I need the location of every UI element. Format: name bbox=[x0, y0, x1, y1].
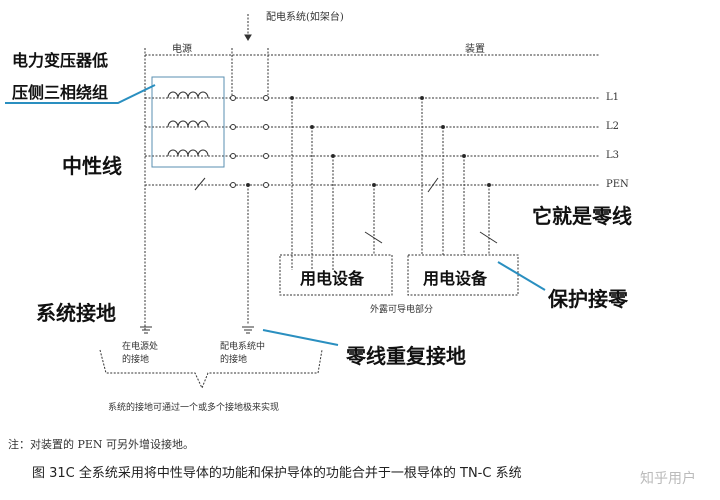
equipment-label-1: 用电设备 bbox=[300, 269, 365, 288]
brace-note: 系统的接地可通过一个或多个接地极来实现 bbox=[108, 403, 280, 413]
winding-l3 bbox=[167, 149, 209, 157]
figure-caption: 图 31C 全系统采用将中性导体的功能和保护导体的功能合并于一根导体的 TN-C… bbox=[32, 466, 522, 481]
leader-repeated-earthing bbox=[262, 329, 339, 346]
annotation-transformer-winding: 电力变压器低 压侧三相绕组 bbox=[12, 51, 109, 102]
note-text: 注：对装置的 PEN 可另外增设接地。 bbox=[8, 438, 195, 451]
transformer-box bbox=[151, 76, 225, 168]
label-l3: L3 bbox=[606, 150, 620, 161]
leader-protective-neutral bbox=[497, 261, 546, 291]
watermark: 知乎用户 bbox=[640, 471, 696, 487]
label-source: 电源 bbox=[172, 44, 192, 55]
winding-l1 bbox=[167, 91, 209, 99]
label-source-earth: 在电源处 的接地 bbox=[122, 342, 159, 365]
annotation-system-earthing: 系统接地 bbox=[36, 301, 116, 325]
label-distribution-earth: 配电系统中 的接地 bbox=[220, 342, 266, 365]
winding-l2 bbox=[167, 120, 209, 128]
leader-transformer bbox=[5, 84, 156, 104]
annotation-neutral-line: 中性线 bbox=[62, 154, 122, 178]
label-l1: L1 bbox=[606, 92, 620, 103]
annotation-protective-neutral: 保护接零 bbox=[548, 287, 628, 311]
label-exposed-part: 外露可导电部分 bbox=[370, 305, 434, 315]
label-installation: 装置 bbox=[465, 44, 485, 55]
equipment-box-1 bbox=[279, 254, 393, 296]
label-l2: L2 bbox=[606, 121, 620, 132]
label-distribution-system: 配电系统(如架台) bbox=[266, 12, 344, 23]
annotation-zero-line: 它就是零线 bbox=[532, 204, 632, 228]
label-pen: PEN bbox=[606, 179, 629, 190]
annotation-repeated-earthing: 零线重复接地 bbox=[346, 344, 466, 368]
equipment-label-2: 用电设备 bbox=[423, 269, 488, 288]
